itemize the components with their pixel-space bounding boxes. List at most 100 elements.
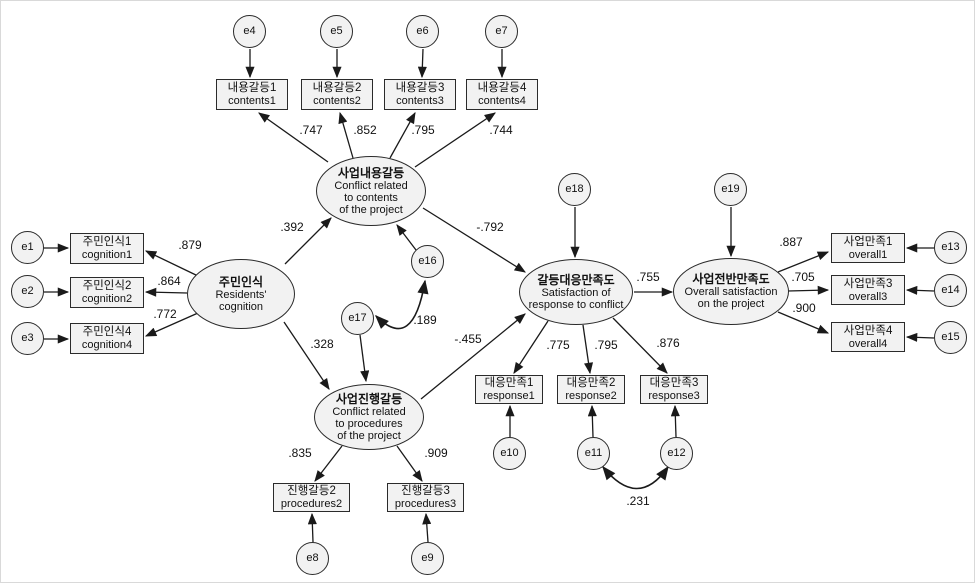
indicator-contents3-ko: 내용갈등3 [395, 82, 445, 94]
error-e19-label: e19 [721, 183, 740, 195]
indicator-procedures2-en: procedures2 [280, 498, 343, 510]
factor-satisfaction-response-ko: 갈등대응만족도 [537, 272, 615, 287]
factor-conflict-procedures: 사업진행갈등 Conflict related to procedures of… [314, 384, 424, 450]
error-e9: e9 [411, 542, 444, 575]
indicator-cognition4-ko: 주민인식4 [82, 326, 132, 338]
covariance-arc-e11-e12 [602, 465, 669, 490]
error-line-e8 [307, 512, 317, 543]
indicator-response2-en: response2 [565, 390, 617, 402]
loading-value-overall4: .900 [792, 301, 816, 315]
error-e13-label: e13 [941, 241, 960, 253]
error-e15: e15 [934, 321, 967, 354]
factor-conflict-contents-ko: 사업내용갈등 [337, 165, 405, 180]
loading-value-procedures3: .909 [424, 446, 448, 460]
indicator-response1: 대응만족1 response1 [475, 375, 543, 404]
indicator-cognition2: 주민인식2 cognition2 [70, 277, 144, 308]
factor-overall-satisfaction-ko: 사업전반만족도 [692, 272, 770, 286]
path-cognition-to-contents [284, 217, 332, 265]
error-e16-label: e16 [418, 255, 437, 267]
indicator-cognition4: 주민인식4 cognition4 [70, 323, 144, 354]
factor-residents-cognition-en: Residents' cognition [215, 288, 267, 313]
indicator-response3-en: response3 [648, 390, 700, 402]
loading-line-contents2 [338, 111, 354, 159]
loading-value-response3: .876 [656, 336, 680, 350]
error-e7-label: e7 [495, 25, 508, 37]
indicator-response3-ko: 대응만족3 [649, 377, 699, 389]
indicator-cognition2-en: cognition2 [81, 293, 133, 305]
loading-line-response2 [582, 324, 594, 375]
loading-line-procedures3 [396, 445, 423, 482]
error-e9-label: e9 [421, 552, 434, 564]
error-e18-label: e18 [565, 183, 584, 195]
loading-value-contents2: .852 [353, 123, 377, 137]
indicator-contents4-en: contents4 [478, 95, 526, 107]
indicator-overall4-ko: 사업만족4 [843, 324, 893, 337]
indicator-contents4-ko: 내용갈등4 [477, 82, 527, 94]
indicator-overall1: 사업만족1 overall1 [831, 233, 905, 263]
covariance-arc-e16-e17 [375, 279, 429, 330]
error-e16: e16 [411, 245, 444, 278]
loading-value-cognition1: .879 [178, 238, 202, 252]
loading-value-procedures2: .835 [288, 446, 312, 460]
indicator-cognition1-ko: 주민인식1 [82, 236, 132, 248]
loading-value-cognition2: .864 [157, 274, 181, 288]
loading-line-cognition4 [144, 312, 199, 337]
error-e6-label: e6 [416, 25, 429, 37]
error-e5: e5 [320, 15, 353, 48]
loading-value-contents1: .747 [299, 123, 323, 137]
loading-line-overall1 [777, 251, 830, 273]
indicator-cognition1-en: cognition1 [81, 249, 133, 261]
error-line-e17 [359, 334, 370, 383]
indicator-contents3: 내용갈등3 contents3 [384, 79, 456, 110]
indicator-overall1-ko: 사업만족1 [843, 235, 893, 248]
error-line-e12 [670, 404, 680, 438]
loading-value-response1: .775 [546, 338, 570, 352]
indicator-procedures2: 진행갈등2 procedures2 [273, 483, 350, 512]
error-line-e11 [587, 404, 597, 438]
error-line-e14 [905, 285, 935, 295]
factor-conflict-procedures-ko: 사업진행갈등 [335, 391, 403, 406]
error-e17: e17 [341, 302, 374, 335]
loading-line-response1 [513, 320, 549, 374]
covariance-value-e16-e17: .189 [413, 313, 437, 327]
error-e8: e8 [296, 542, 329, 575]
loading-value-overall3: .705 [791, 270, 815, 284]
factor-overall-satisfaction-en: Overall satisfaction on the project [684, 286, 778, 310]
loading-value-response2: .795 [594, 338, 618, 352]
error-e4: e4 [233, 15, 266, 48]
indicator-contents1-ko: 내용갈등1 [227, 82, 277, 94]
loading-line-contents4 [414, 112, 496, 168]
indicator-overall1-en: overall1 [848, 248, 888, 261]
error-e17-label: e17 [348, 312, 367, 324]
path-value-procedures-response: -.455 [454, 332, 482, 346]
error-e6: e6 [406, 15, 439, 48]
error-e15-label: e15 [941, 331, 960, 343]
error-line-e15 [905, 332, 935, 342]
error-e18: e18 [558, 173, 591, 206]
error-line-e9 [422, 512, 432, 543]
indicator-overall4: 사업만족4 overall4 [831, 322, 905, 352]
loading-line-response3 [612, 317, 668, 374]
indicator-overall4-en: overall4 [848, 337, 888, 350]
loading-value-cognition4: .772 [153, 307, 177, 321]
error-line-e16 [396, 224, 417, 251]
loading-value-overall1: .887 [779, 235, 803, 249]
error-e10-label: e10 [500, 447, 519, 459]
error-e14-label: e14 [941, 284, 960, 296]
indicator-cognition1: 주민인식1 cognition1 [70, 233, 144, 264]
loading-value-contents4: .744 [489, 123, 513, 137]
indicator-procedures3-en: procedures3 [394, 498, 457, 510]
indicator-response1-en: response1 [483, 390, 535, 402]
indicator-overall3-ko: 사업만족3 [843, 277, 893, 290]
loading-line-overall4 [777, 311, 830, 334]
indicator-contents4: 내용갈등4 contents4 [466, 79, 538, 110]
loading-value-contents3: .795 [411, 123, 435, 137]
factor-conflict-contents-en: Conflict related to contents of the proj… [334, 179, 408, 216]
path-value-cognition-contents: .392 [280, 220, 304, 234]
factor-conflict-contents: 사업내용갈등 Conflict related to contents of t… [316, 156, 426, 226]
path-value-contents-response: -.792 [476, 220, 504, 234]
factor-residents-cognition-ko: 주민인식 [218, 274, 264, 289]
loading-line-cognition1 [144, 250, 199, 277]
